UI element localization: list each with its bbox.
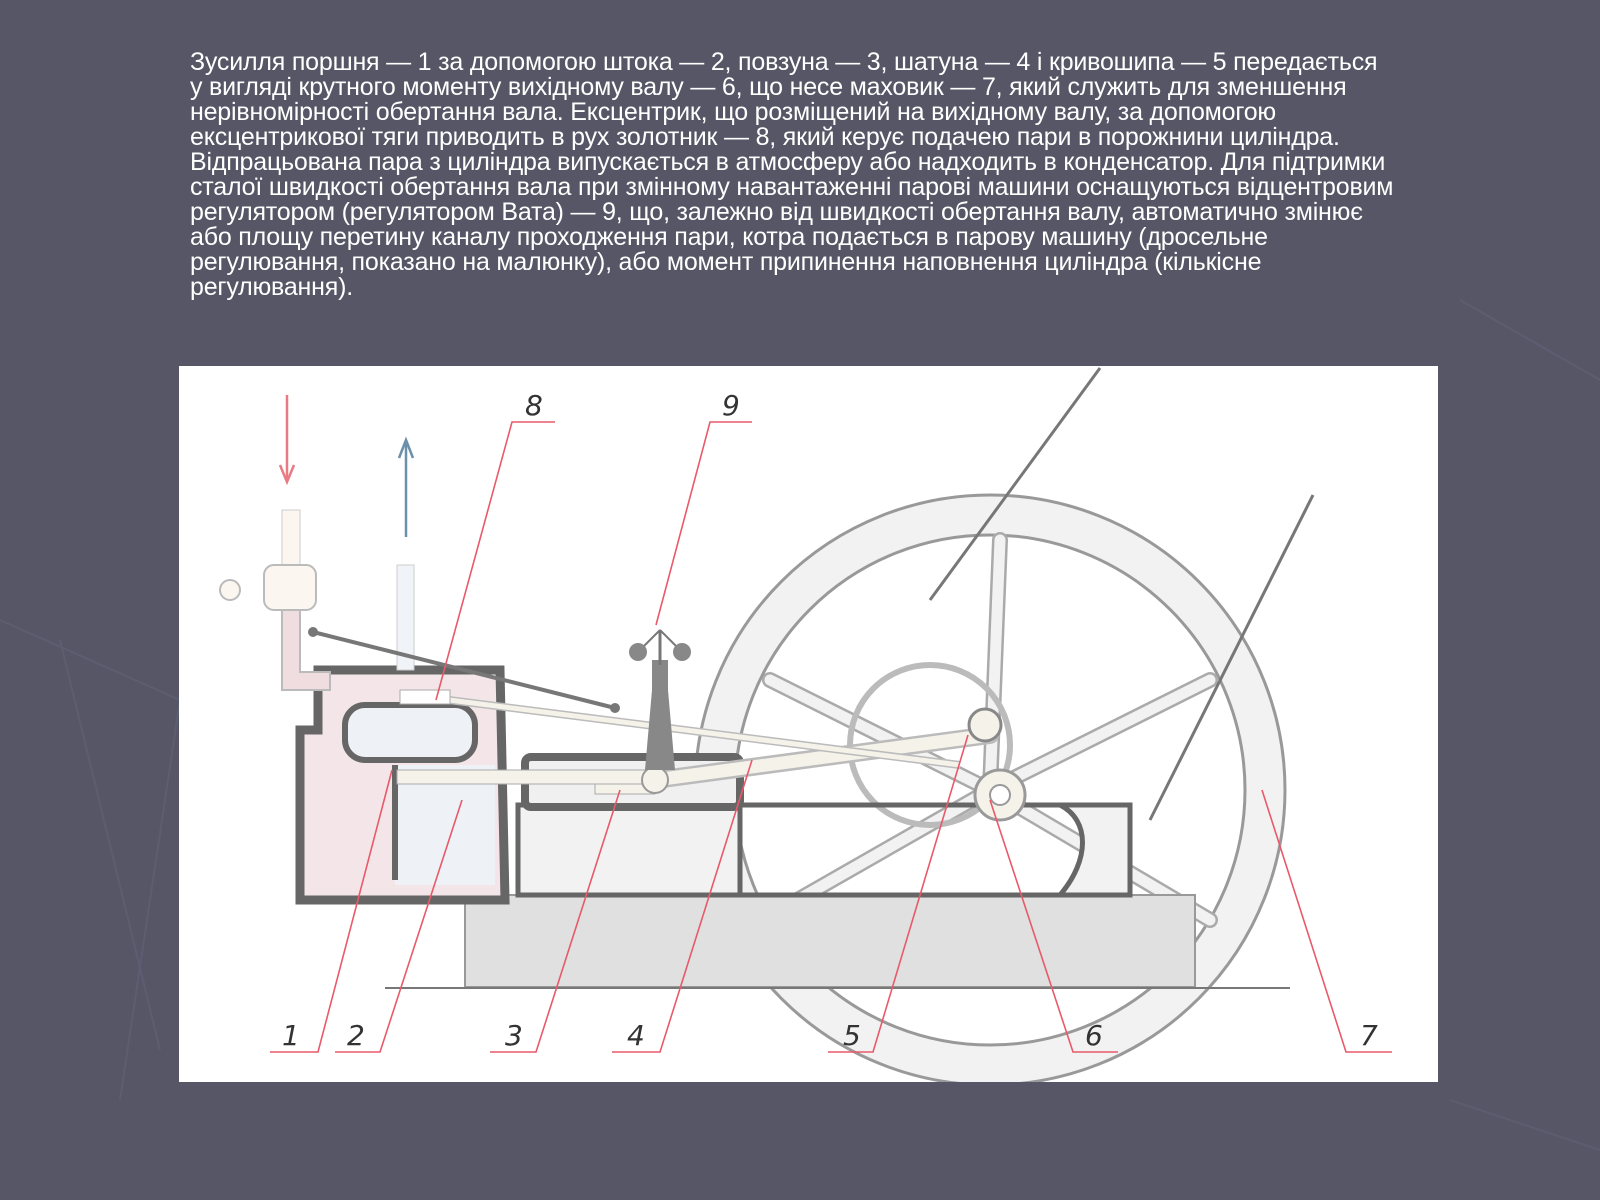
belt-line bbox=[928, 367, 1102, 601]
crank bbox=[967, 707, 1003, 743]
slide-valve bbox=[399, 689, 451, 705]
paragraph-line: або площу перетину каналу проходження па… bbox=[190, 223, 1268, 251]
frame bbox=[515, 802, 743, 898]
steam-inlet-pipe bbox=[281, 509, 301, 566]
watt-governor bbox=[629, 629, 691, 770]
steam-engine-diagram: 1 2 3 4 5 6 7 8 9 bbox=[179, 366, 1438, 1082]
piston-rod bbox=[396, 769, 648, 785]
part-labels: 1 2 3 4 5 6 7 8 9 bbox=[282, 389, 1378, 1052]
label-connecting-rod: 4 bbox=[627, 1019, 645, 1052]
leader-lines bbox=[270, 421, 1392, 1053]
paragraph-line: ексцентрикової тяги приводить в рух золо… bbox=[190, 123, 1340, 151]
paragraph-line: Відпрацьована пара з циліндра випускаєть… bbox=[190, 148, 1386, 176]
engine-base bbox=[464, 894, 1196, 988]
paragraph-line: сталої швидкості обертання вала при змін… bbox=[190, 173, 1394, 201]
exhaust-pipe bbox=[396, 564, 415, 671]
belt-line bbox=[1148, 494, 1315, 821]
bed bbox=[740, 802, 1133, 898]
label-crosshead: 3 bbox=[505, 1019, 523, 1052]
paragraph-line: Зусилля поршня — 1 за допомогою штока — … bbox=[190, 48, 1378, 76]
paragraph-line: нерівномірності обертання вала. Ексцентр… bbox=[190, 98, 1276, 126]
description-paragraph: Зусилля поршня — 1 за допомогою штока — … bbox=[190, 50, 1490, 300]
steam-chest bbox=[342, 702, 478, 763]
throttle-valve bbox=[263, 564, 317, 611]
label-slide-valve: 8 bbox=[525, 389, 543, 422]
label-crank: 5 bbox=[843, 1019, 861, 1052]
paragraph-line: регулювання, показано на малюнку), або м… bbox=[190, 248, 1262, 276]
label-shaft: 6 bbox=[1085, 1019, 1103, 1052]
label-governor: 9 bbox=[722, 389, 740, 422]
label-piston: 1 bbox=[282, 1019, 300, 1052]
label-rod: 2 bbox=[347, 1019, 365, 1052]
paragraph-line: регулятором (регулятором Вата) — 9, що, … bbox=[190, 198, 1363, 226]
governor-linkage bbox=[312, 630, 616, 710]
label-flywheel: 7 bbox=[1360, 1019, 1378, 1052]
paragraph-line: у вигляді крутного моменту вихідному вал… bbox=[190, 73, 1347, 101]
paragraph-line: регулювання). bbox=[190, 273, 353, 301]
